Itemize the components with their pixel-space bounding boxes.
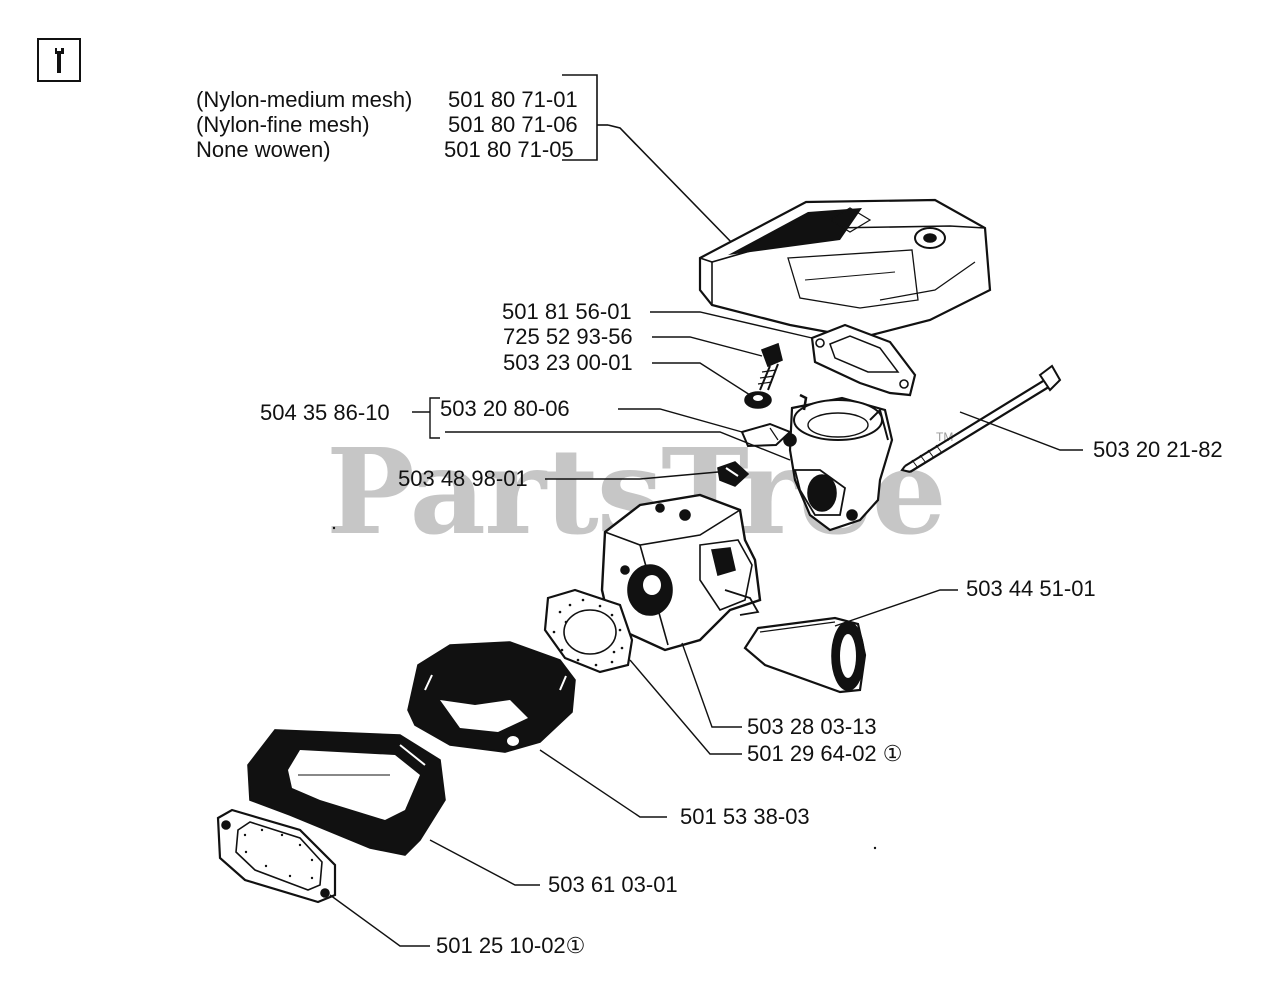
leader-lines <box>329 311 1083 947</box>
part-desc-nylon-medium: (Nylon-medium mesh) <box>196 87 413 112</box>
part-number-assembly-kit: 504 35 86-10 <box>260 400 390 425</box>
part-number-carb-gasket: 501 29 64-02 ① <box>747 741 903 766</box>
part-number-intake-housing: 501 53 38-03 <box>680 804 810 829</box>
clip <box>717 461 750 487</box>
sleeve <box>743 616 867 694</box>
part-number-nylon-medium: 501 80 71-01 <box>448 87 578 112</box>
part-desc-none-woven: None wowen) <box>196 137 331 162</box>
air-filter-cover <box>698 198 992 340</box>
wrench-icon <box>37 38 81 82</box>
carb-gasket <box>543 588 634 674</box>
part-number-gasket-top: 501 81 56-01 <box>502 299 632 324</box>
intake-rubber <box>247 729 446 856</box>
part-number-clip: 503 48 98-01 <box>398 466 528 491</box>
part-number-sleeve: 503 44 51-01 <box>966 576 1096 601</box>
watermark-tm: TM <box>936 430 954 444</box>
part-number-washer: 503 23 00-01 <box>503 350 633 375</box>
screw <box>757 342 783 391</box>
carburetor <box>600 493 762 652</box>
part-number-intake-rubber: 503 61 03-01 <box>548 872 678 897</box>
part-number-none-woven: 501 80 71-05 <box>444 137 574 162</box>
part-number-carburetor: 503 28 03-13 <box>747 714 877 739</box>
flange-gasket <box>216 808 337 904</box>
intake-housing <box>407 641 576 753</box>
part-number-long-bolt: 503 20 21-82 <box>1093 437 1223 462</box>
part-number-flange-gasket: 501 25 10-02① <box>436 933 586 958</box>
long-bolt <box>900 364 1062 473</box>
gasket-top <box>810 323 917 397</box>
part-number-bracket: 503 20 80-06 <box>440 396 570 421</box>
part-number-nylon-fine: 501 80 71-06 <box>448 112 578 137</box>
adapter-housing <box>740 393 894 532</box>
part-number-screw: 725 52 93-56 <box>503 324 633 349</box>
part-desc-nylon-fine: (Nylon-fine mesh) <box>196 112 370 137</box>
